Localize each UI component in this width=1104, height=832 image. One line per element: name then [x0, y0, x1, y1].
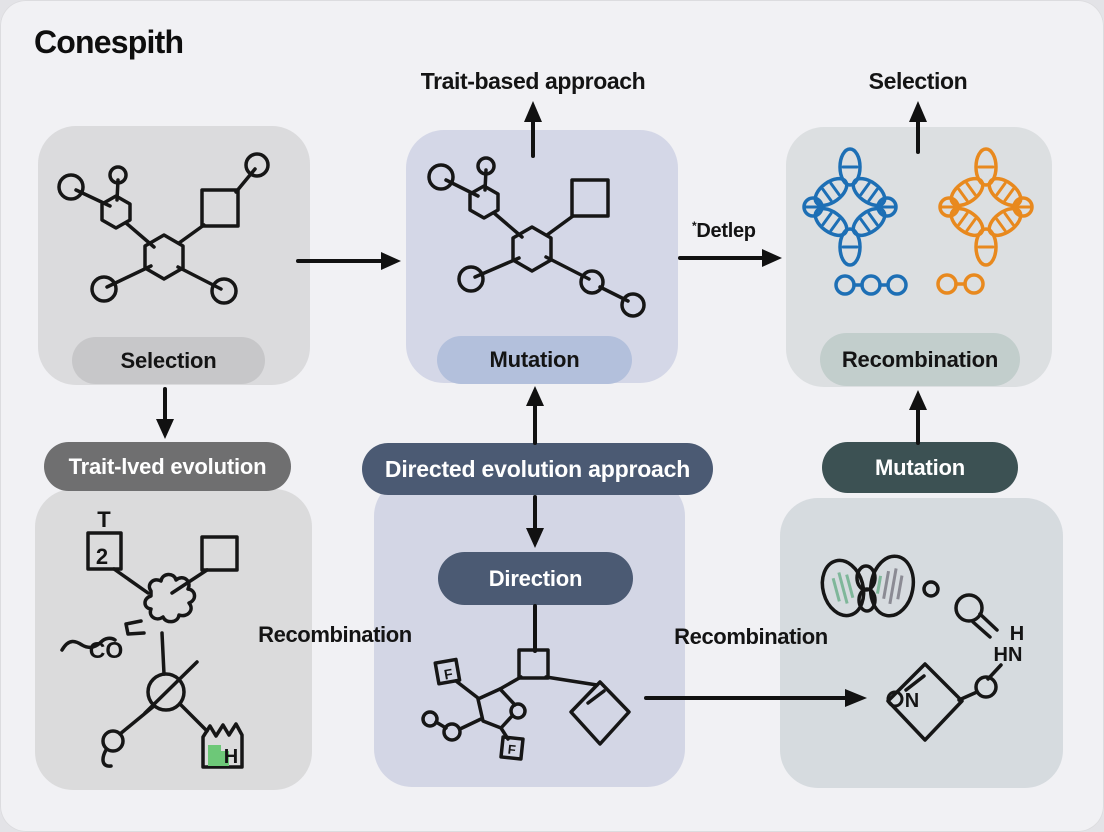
detlep-text: Detlep: [696, 220, 756, 242]
caption-trait-based-approach: Trait-based approach: [420, 68, 646, 94]
pill-mutation-bottom: Mutation: [822, 442, 1018, 493]
pill-recombination: Recombination: [820, 333, 1020, 386]
pill-selection: Selection: [72, 337, 265, 384]
pill-trait-lved-evolution: Trait-lved evolution: [44, 442, 291, 491]
pill-mutation: Mutation: [437, 336, 632, 384]
caption-recombination-right: Recombination: [674, 624, 828, 649]
pill-direction: Direction: [438, 552, 633, 605]
asterisk-mark: *: [692, 219, 697, 233]
caption-recombination-left: Recombination: [258, 622, 412, 647]
page-title: Conespith: [34, 24, 184, 60]
pill-directed-evolution-approach: Directed evolution approach: [362, 443, 713, 495]
caption-selection-top: Selection: [868, 68, 968, 94]
arrow-annotation-detlep: *Detlep: [692, 219, 756, 243]
